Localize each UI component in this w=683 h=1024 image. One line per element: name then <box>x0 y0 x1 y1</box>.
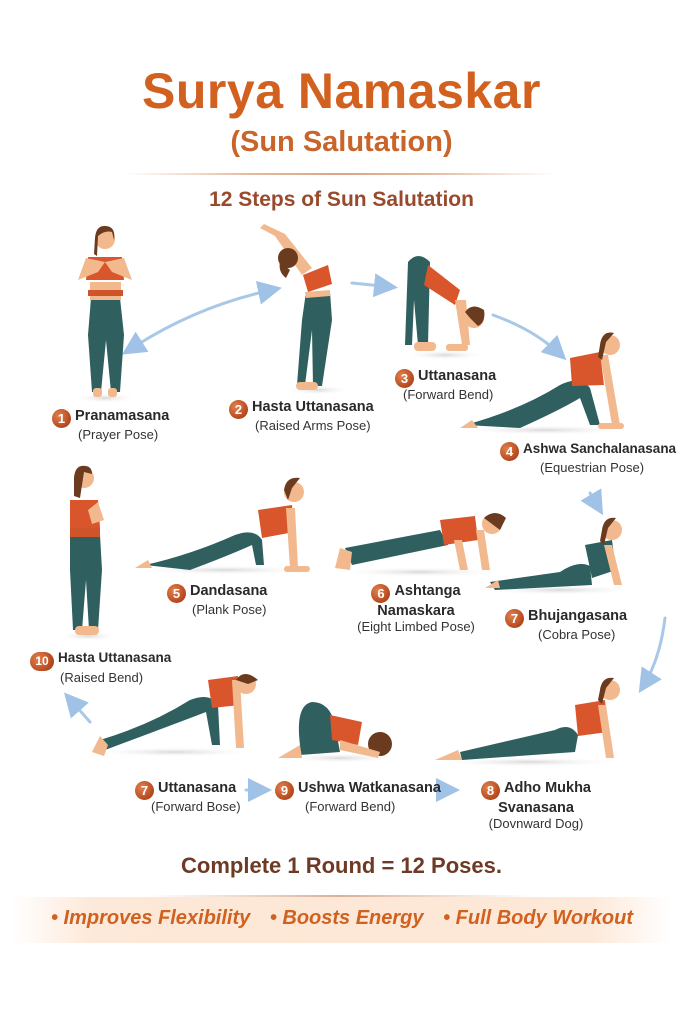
pose-name-line2: Svanasana <box>498 800 574 816</box>
pose-label-10: 10 Hasta Uttanasana (Raised Bend) <box>30 650 171 686</box>
round-summary: Complete 1 Round = 12 Poses. <box>181 853 502 878</box>
arrow-1-2 <box>121 280 282 355</box>
step-badge: 1 <box>52 409 71 428</box>
pose-description: (Plank Pose) <box>192 602 267 617</box>
arrow-4-7 <box>580 488 604 516</box>
page-title: Surya Namaskar <box>142 63 541 119</box>
figure-bhujangasana <box>480 517 640 595</box>
step-badge: 5 <box>167 584 186 603</box>
pose-name-line1: Ashtanga <box>394 583 461 599</box>
pose-name: Uttanasana <box>158 780 237 796</box>
benefit-flexibility: • Improves Flexibility <box>50 907 251 929</box>
pose-label-4: 4 Ashwa Sanchalanasana (Equestrian Pose) <box>500 441 676 476</box>
benefit-full-body: • Full Body Workout <box>443 907 634 929</box>
pose-description: (Forward Bend) <box>403 387 494 402</box>
step-badge: 8 <box>481 781 500 800</box>
pose-name: Bhujangasana <box>528 608 628 624</box>
pose-description: (Eight Limbed Pose) <box>357 618 475 634</box>
step-badge: 10 <box>30 652 54 671</box>
pose-description: (Dovnward Dog) <box>488 815 584 831</box>
figure-ashtanga-namaskara <box>335 513 506 577</box>
figure-uttanasana <box>405 256 485 360</box>
pose-description: (Raised Arms Pose) <box>255 418 371 433</box>
pose-name: Pranamasana <box>75 408 170 424</box>
arrow-to-10 <box>64 692 92 724</box>
arrow-7-8 <box>638 616 667 694</box>
step-badge: 9 <box>275 781 294 800</box>
steps-heading: 12 Steps of Sun Salutation <box>209 188 474 211</box>
benefit-energy: • Boosts Energy <box>269 907 424 929</box>
figure-pranamasana <box>73 225 137 403</box>
pose-name-line2: Namaskara <box>377 603 455 619</box>
figure-bottom-lunge <box>90 674 260 757</box>
step-badge: 2 <box>229 400 248 419</box>
pose-name: Ashwa Sanchalanasana <box>523 441 677 456</box>
page-subtitle: (Sun Salutation) <box>230 126 453 158</box>
figure-hasta-uttanasana <box>260 224 350 395</box>
step-badge: 6 <box>371 584 391 603</box>
figure-ashwa-sanchalanasana <box>455 332 635 435</box>
figure-childs-pose <box>278 702 400 763</box>
pose-name: Hasta Uttanasana <box>252 399 374 415</box>
step-badge: 7 <box>505 609 524 628</box>
pose-description: (Cobra Pose) <box>538 627 616 642</box>
title-divider <box>125 173 555 175</box>
benefits-divider <box>150 895 530 897</box>
pose-description: (Forward Bend) <box>305 799 396 814</box>
figure-adho-mukha <box>435 677 625 767</box>
step-badge: 3 <box>395 369 414 388</box>
pose-description: (Equestrian Pose) <box>540 460 645 475</box>
pose-description: (Raised Bend) <box>60 670 144 685</box>
arrow-3-4 <box>491 313 567 361</box>
figure-hasta-uttanasana-return <box>58 465 118 641</box>
step-badge: 7 <box>135 781 154 800</box>
flow-arrows <box>64 273 667 802</box>
pose-name: Ushwa Watkanasana <box>298 780 441 796</box>
figure-dandasana <box>135 477 315 575</box>
pose-description: (Prayer Pose) <box>78 427 159 442</box>
step-badge: 4 <box>500 442 519 461</box>
pose-description: (Forward Bose) <box>151 799 241 814</box>
pose-name-line1: Adho Mukha <box>504 780 591 796</box>
benefits-banner: • Improves Flexibility • Boosts Energy •… <box>12 897 672 943</box>
pose-name: Uttanasana <box>418 368 497 384</box>
pose-name: Hasta Uttanasana <box>58 650 172 665</box>
arrow-2-3 <box>350 273 398 298</box>
pose-name: Dandasana <box>190 583 268 599</box>
